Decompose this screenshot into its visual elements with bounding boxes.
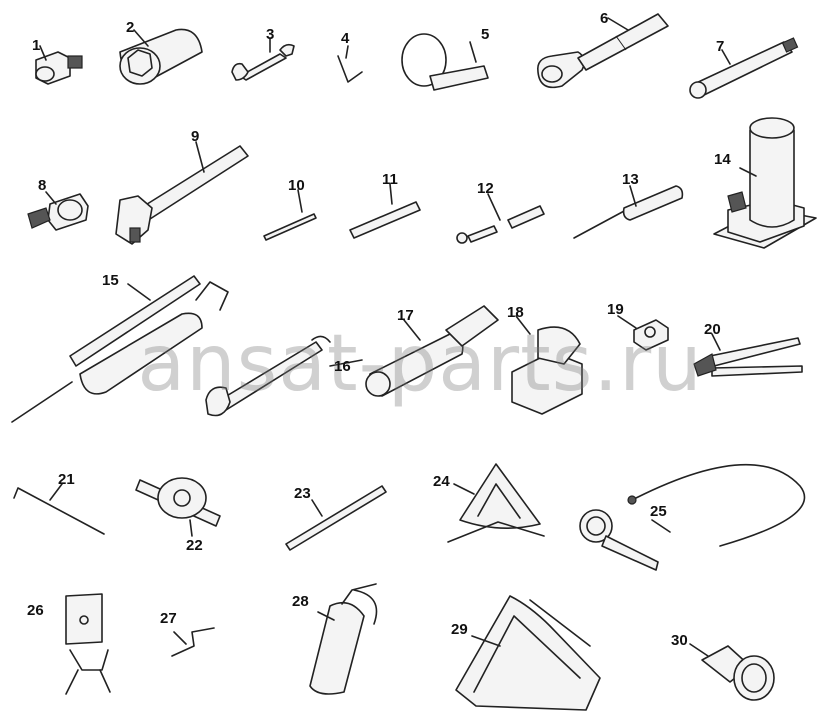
- label-29: 29: [451, 621, 468, 638]
- label-19: 19: [607, 301, 624, 318]
- label-16: 16: [334, 358, 351, 375]
- label-1: 1: [32, 37, 41, 54]
- large-socket-icon: [119, 28, 203, 85]
- label-13: 13: [622, 171, 639, 188]
- label-18: 18: [507, 304, 524, 321]
- label-21: 21: [58, 471, 75, 488]
- bottle-jack-icon: [713, 117, 817, 249]
- label-23: 23: [294, 485, 311, 502]
- box-spanner-icon: [365, 305, 499, 397]
- filter-wrench-icon: [401, 33, 489, 91]
- crank-key-icon: [171, 627, 215, 657]
- spark-plug-tool-icon: [456, 193, 545, 244]
- pin-punch-icon: [263, 189, 317, 241]
- adjustable-wrench-icon: [205, 335, 363, 417]
- label-25: 25: [650, 503, 667, 520]
- label-4: 4: [341, 30, 350, 47]
- label-7: 7: [716, 38, 725, 55]
- wheel-chock-icon: [455, 595, 601, 711]
- label-15: 15: [102, 272, 119, 289]
- label-27: 27: [160, 610, 177, 627]
- die-holder-icon: [135, 477, 221, 537]
- label-26: 26: [27, 602, 44, 619]
- extension-bar-icon: [689, 37, 799, 99]
- label-10: 10: [288, 177, 305, 194]
- label-14: 14: [714, 151, 731, 168]
- screwdriver-icon: [573, 185, 684, 239]
- socket-adapter-icon: [35, 45, 83, 85]
- label-17: 17: [397, 307, 414, 324]
- socket-adapter-small-icon: [27, 191, 89, 231]
- label-8: 8: [38, 177, 47, 194]
- label-28: 28: [292, 593, 309, 610]
- inspection-lamp-icon: [65, 593, 111, 695]
- label-22: 22: [186, 537, 203, 554]
- grease-gun-icon: [11, 275, 229, 423]
- fire-extinguisher-icon: [309, 583, 378, 695]
- hex-key-icon: [337, 45, 363, 83]
- screwdriver-bit-icon: [349, 183, 421, 239]
- label-6: 6: [600, 10, 609, 27]
- label-24: 24: [433, 473, 450, 490]
- filter-cup-wrench-icon: [511, 315, 583, 415]
- label-2: 2: [126, 19, 135, 36]
- tyre-pressure-gauge-icon: [579, 463, 806, 571]
- label-9: 9: [191, 128, 200, 145]
- collar-icon: [617, 315, 669, 351]
- label-3: 3: [266, 26, 275, 43]
- wheel-brace-icon: [115, 141, 249, 245]
- label-30: 30: [671, 632, 688, 649]
- watermark: ansat-parts.ru: [137, 319, 703, 409]
- label-20: 20: [704, 321, 721, 338]
- open-wrench-icon: [231, 37, 295, 81]
- long-hex-key-icon: [13, 483, 105, 535]
- ratchet-handle-icon: [536, 13, 669, 89]
- label-5: 5: [481, 26, 490, 43]
- tommy-bar-icon: [285, 485, 387, 551]
- label-12: 12: [477, 180, 494, 197]
- warning-triangle-icon: [447, 463, 545, 543]
- filter-socket-icon: [689, 643, 775, 701]
- label-11: 11: [382, 171, 398, 188]
- pliers-icon: [693, 333, 803, 377]
